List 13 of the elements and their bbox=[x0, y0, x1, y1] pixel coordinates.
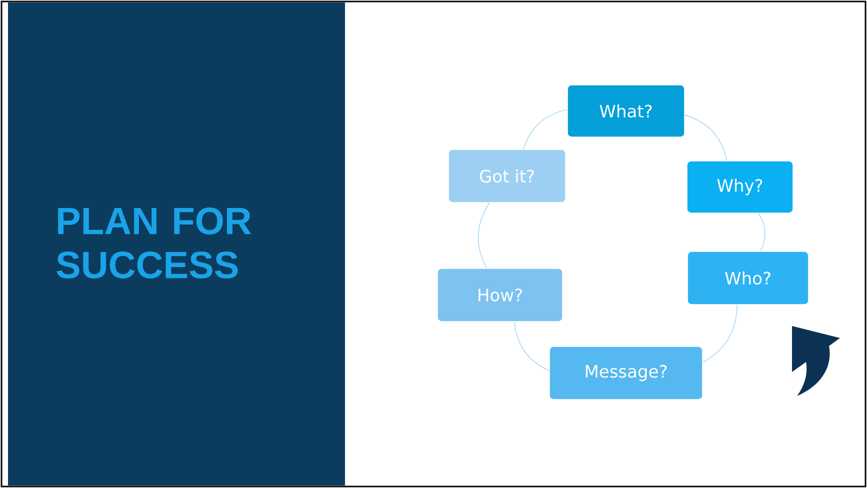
question-box: Message? bbox=[549, 346, 703, 400]
question-box: Got it? bbox=[448, 149, 566, 203]
connector-arc bbox=[523, 109, 568, 150]
title: PLAN FOR SUCCESS bbox=[56, 208, 252, 278]
question-box: Why? bbox=[686, 160, 794, 214]
question-box: Who? bbox=[687, 251, 809, 305]
question-box: What? bbox=[567, 84, 685, 138]
question-box: How? bbox=[437, 268, 563, 322]
connector-arc bbox=[478, 202, 490, 268]
connector-arc bbox=[702, 304, 738, 363]
connector-arc bbox=[758, 213, 766, 252]
connector-arc bbox=[684, 114, 728, 161]
connector-arc bbox=[514, 322, 550, 371]
